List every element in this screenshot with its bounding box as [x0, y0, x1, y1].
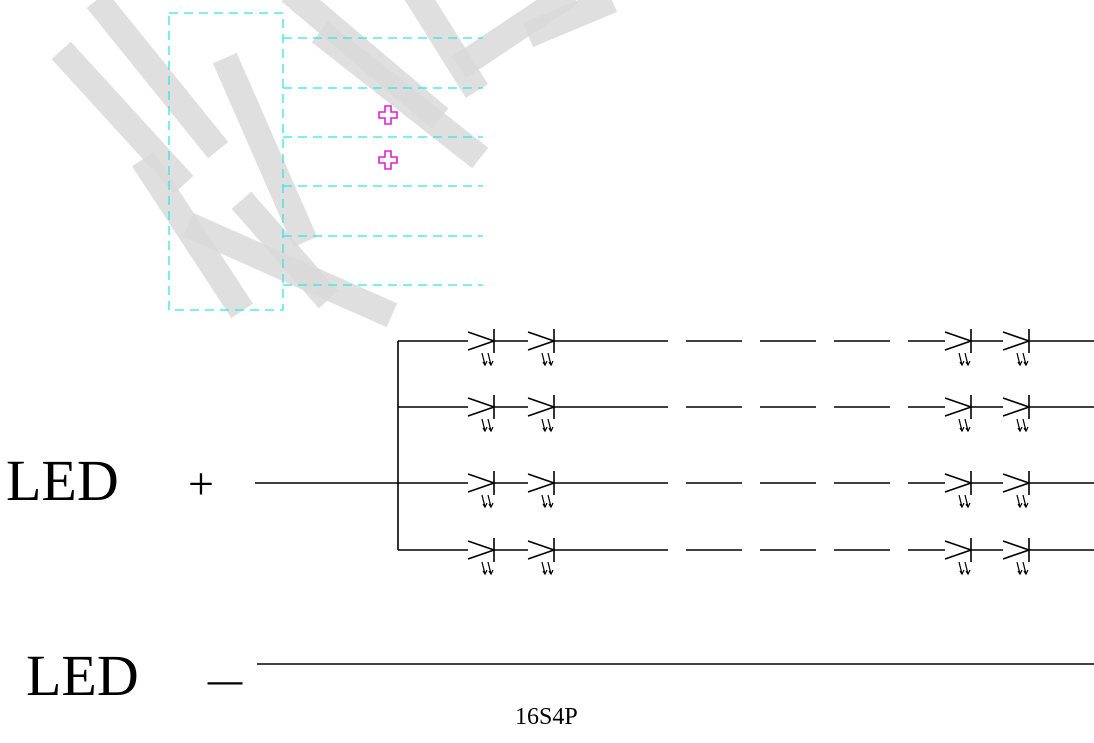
led-negative-label: LED: [26, 643, 139, 708]
led-diode-icon: [1002, 395, 1032, 433]
led-diode-icon: [467, 538, 497, 576]
led-diode-icon: [527, 538, 557, 576]
led-diode-icon: [527, 471, 557, 509]
crosshair-marker-icon: [378, 150, 398, 170]
led-diode-icon: [1002, 329, 1032, 367]
cad-guide-lines: [168, 12, 483, 311]
led-diode-icon: [527, 329, 557, 367]
led-diode-icon: [944, 538, 974, 576]
led-diode-icon: [1002, 471, 1032, 509]
led-diode-icon: [467, 471, 497, 509]
led-diode-icon: [1002, 538, 1032, 576]
led-diode-icon: [944, 329, 974, 367]
led-diode-icon: [467, 395, 497, 433]
watermark-stroke: [182, 212, 398, 328]
marker-group: [378, 105, 398, 170]
led-diode-icon: [527, 395, 557, 433]
watermark-stroke: [311, 21, 489, 169]
watermark-stroke: [523, 0, 617, 47]
configuration-caption: 16S4P: [515, 704, 578, 730]
watermark-stroke: [212, 52, 318, 248]
positive-sign: +: [188, 458, 214, 509]
crosshair-marker-icon: [378, 105, 398, 125]
guide-rectangle: [168, 12, 284, 311]
negative-sign: —: [207, 653, 243, 704]
watermark-stroke: [86, 0, 229, 159]
watermark-glyph: [51, 0, 617, 328]
led-diode-icon: [467, 329, 497, 367]
led-circuit: [255, 329, 1094, 665]
watermark-stroke: [451, 0, 579, 79]
watermark-stroke: [51, 41, 194, 194]
led-diode-icon: [944, 395, 974, 433]
led-positive-label: LED: [6, 448, 119, 513]
led-diode-icon: [944, 471, 974, 509]
